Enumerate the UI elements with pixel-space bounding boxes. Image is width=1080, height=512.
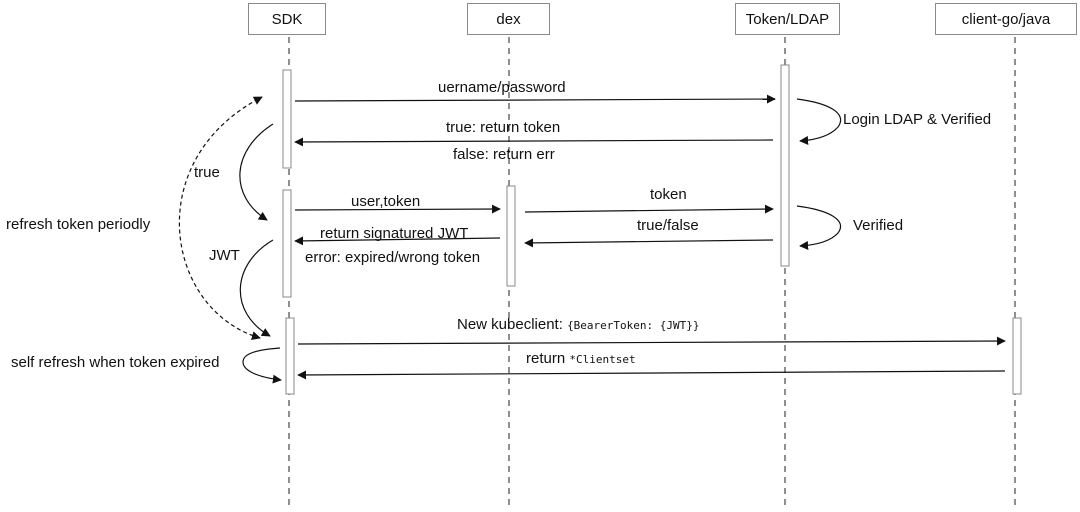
participant-client-label: client-go/java bbox=[961, 10, 1051, 28]
curve-refresh-periodic bbox=[178, 96, 263, 341]
self-loop-login-ldap bbox=[796, 98, 842, 145]
arrow-token bbox=[524, 204, 774, 214]
activation-token-ldap bbox=[780, 64, 790, 267]
participant-sdk-label: SDK bbox=[271, 10, 303, 28]
arrow-uername-password bbox=[294, 94, 776, 104]
label-new-kubeclient-text: New kubeclient: bbox=[457, 316, 568, 333]
label-new-kubeclient: New kubeclient: {BearerToken: {JWT}} bbox=[457, 316, 700, 335]
arrow-return-token bbox=[294, 137, 774, 147]
label-verified: Verified bbox=[853, 217, 904, 234]
label-return-clientset-code: *Clientset bbox=[569, 353, 636, 366]
label-user-token: user,token bbox=[351, 193, 421, 210]
participant-client: client-go/java bbox=[935, 3, 1077, 35]
participant-sdk: SDK bbox=[248, 3, 326, 35]
label-return-token: true: return token bbox=[446, 119, 561, 136]
arrow-user-token bbox=[294, 204, 501, 214]
participant-token-ldap: Token/LDAP bbox=[735, 3, 840, 35]
label-new-kubeclient-code: {BearerToken: {JWT}} bbox=[567, 319, 700, 332]
self-loop-verified bbox=[796, 205, 842, 250]
activation-client bbox=[1012, 317, 1022, 395]
label-return-err: false: return err bbox=[453, 146, 555, 163]
activation-sdk-3 bbox=[285, 317, 295, 395]
label-uername-password: uername/password bbox=[438, 79, 566, 96]
arrow-new-kubeclient bbox=[297, 336, 1006, 346]
participant-token-ldap-label: Token/LDAP bbox=[745, 10, 830, 28]
label-jwt: JWT bbox=[209, 247, 240, 264]
label-return-clientset-text: return bbox=[526, 350, 570, 367]
participant-dex: dex bbox=[467, 3, 550, 35]
label-true: true bbox=[194, 164, 220, 181]
activation-sdk-2 bbox=[282, 189, 292, 298]
curve-true bbox=[239, 123, 274, 221]
label-return-clientset: return *Clientset bbox=[526, 350, 636, 369]
label-token: token bbox=[650, 186, 687, 203]
curve-jwt bbox=[239, 239, 274, 337]
label-return-jwt: return signatured JWT bbox=[320, 225, 469, 242]
participant-dex-label: dex bbox=[496, 10, 521, 28]
label-self-refresh: self refresh when token expired bbox=[11, 354, 220, 371]
activation-sdk-1 bbox=[282, 69, 292, 169]
activation-dex bbox=[506, 185, 516, 287]
arrow-return-clientset bbox=[297, 370, 1006, 380]
label-refresh-periodic: refresh token periodly bbox=[6, 216, 151, 233]
label-login-ldap-verified: Login LDAP & Verified bbox=[843, 111, 992, 128]
arrow-return-jwt bbox=[294, 236, 501, 246]
arrow-true-false bbox=[524, 238, 774, 248]
label-true-false: true/false bbox=[637, 217, 699, 234]
label-error-token: error: expired/wrong token bbox=[305, 249, 481, 266]
self-loop-refresh bbox=[242, 347, 282, 384]
